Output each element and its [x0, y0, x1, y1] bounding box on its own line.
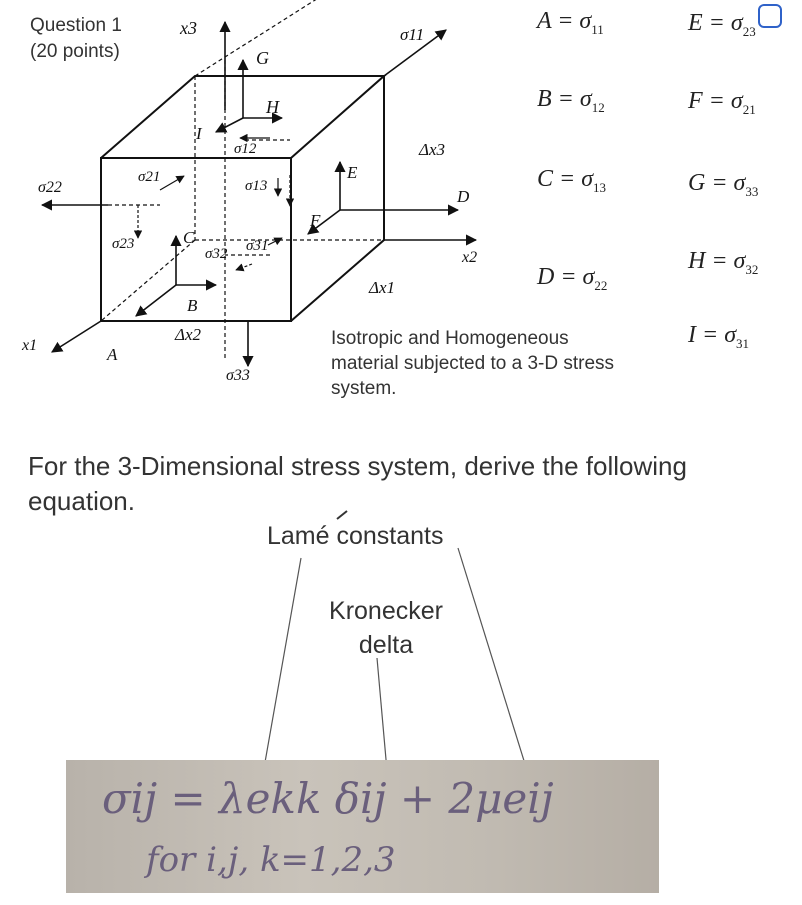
x2-label: x2	[461, 249, 477, 266]
x1-label: x1	[21, 337, 37, 354]
lame-arrow-right	[457, 547, 536, 794]
mapping-a: A = σ11	[537, 8, 604, 37]
sigma31-label: σ31	[246, 238, 268, 254]
letter-f: F	[309, 211, 321, 230]
sigma31-arrow	[267, 237, 283, 246]
question-title: Question 1 (20 points)	[30, 13, 122, 65]
kronecker-delta-label: Kronecker delta	[317, 594, 455, 662]
dx2-label: Δx2	[174, 325, 202, 344]
mapping-b: B = σ12	[537, 86, 605, 115]
lame-arrow-left	[261, 557, 302, 769]
dx1-label: Δx1	[368, 278, 395, 297]
diagram-caption: Isotropic and Homogeneous material subje…	[331, 328, 615, 399]
mapping-h: H = σ32	[688, 248, 759, 277]
cube-front-face	[100, 157, 292, 322]
letter-e: E	[346, 163, 358, 182]
letter-g: G	[256, 48, 269, 68]
letter-d: D	[456, 187, 470, 206]
letter-i: I	[195, 124, 203, 143]
sigma21-arrow	[159, 175, 185, 191]
sigma11-arrow	[383, 29, 447, 77]
lame-constants-label: Lamé constants	[267, 522, 444, 550]
sigma33-label: σ33	[226, 367, 250, 384]
stress-cube-diagram: x3 x2 x1 σ11 σ22 σ33 σ21 σ23 σ12 σ13 σ31…	[21, 0, 478, 384]
question-points: (20 points)	[30, 41, 120, 62]
letter-b: B	[187, 296, 198, 315]
i-arrow	[215, 117, 244, 133]
sigma32-label: σ32	[205, 246, 228, 262]
mapping-f: F = σ21	[688, 88, 756, 117]
letter-a: A	[106, 345, 118, 364]
scan-icon[interactable]	[758, 4, 782, 28]
sigma11-label: σ11	[400, 25, 424, 44]
question-prompt: For the 3-Dimensional stress system, der…	[28, 451, 687, 516]
kronecker-line2: delta	[358, 631, 414, 659]
mapping-e: E = σ23	[688, 10, 756, 39]
sigma13-label: σ13	[245, 178, 267, 194]
letter-c: C	[183, 228, 195, 247]
cube-top-face	[100, 75, 387, 159]
accent-mark	[336, 510, 348, 520]
sigma12-label: σ12	[234, 141, 257, 157]
mapping-c: C = σ13	[537, 166, 607, 195]
handwritten-equation-photo: σij = λekk δij + 2μeij for i,j, k=1,2,3	[66, 760, 659, 893]
a-arrow	[135, 284, 177, 317]
mapping-i: I = σ31	[688, 322, 750, 351]
mapping-d: D = σ22	[537, 264, 608, 293]
sigma23-label: σ23	[112, 236, 134, 252]
letter-h: H	[265, 97, 280, 117]
dx3-label: Δx3	[418, 140, 445, 159]
question-number: Question 1	[30, 15, 122, 36]
f-arrow	[307, 209, 341, 235]
sigma21-label: σ21	[138, 169, 160, 185]
handwritten-range: for i,j, k=1,2,3	[146, 840, 396, 880]
kronecker-line1: Kronecker	[329, 597, 443, 625]
sigma32-arrow	[235, 263, 253, 272]
mapping-g: G = σ33	[688, 170, 759, 199]
x3-label: x3	[179, 18, 197, 38]
x1-axis-arrow	[51, 320, 102, 353]
handwritten-equation: σij = λekk δij + 2μeij	[102, 774, 554, 823]
sigma22-label: σ22	[38, 179, 62, 196]
